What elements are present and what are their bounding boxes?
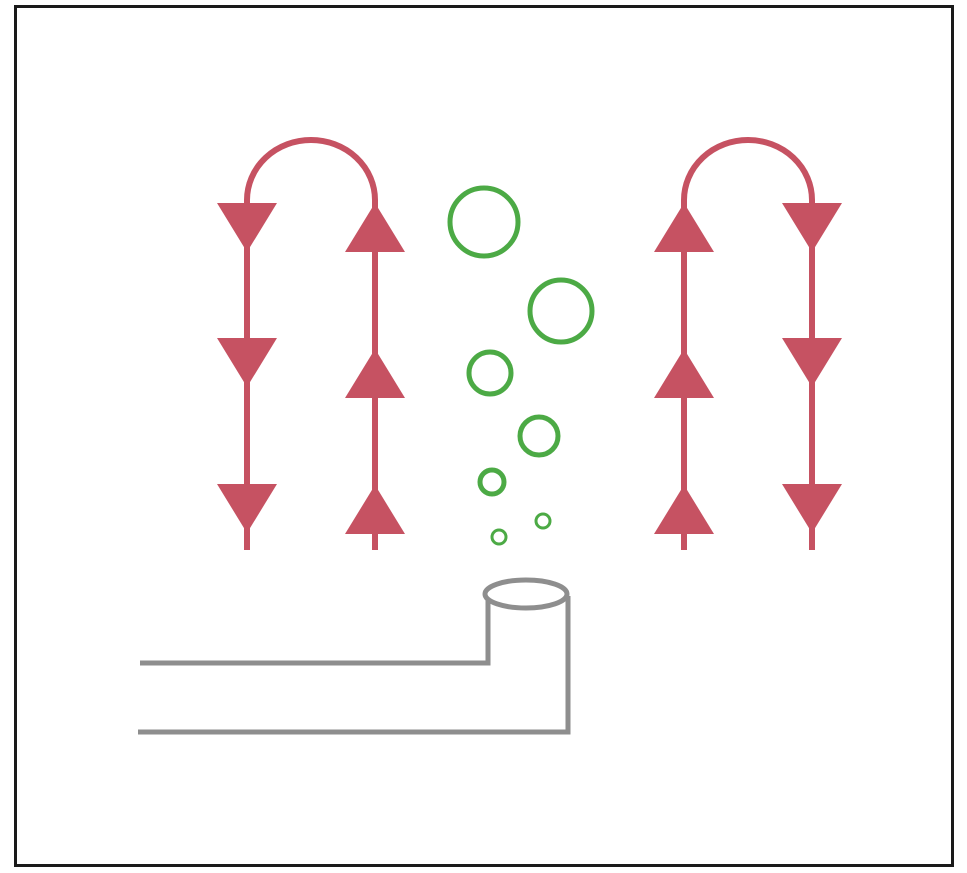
down-arrow-icon [217,338,277,387]
right-loop-arrows [654,203,842,534]
air-bubble-icon [477,467,507,497]
pipe-top-wall [140,596,491,666]
up-arrow-icon [345,485,405,534]
up-arrow-icon [654,485,714,534]
air-bubble-icon [534,512,552,530]
right-loop-arc [681,137,815,215]
up-arrow-icon [654,349,714,398]
air-bubbles [447,185,595,546]
air-bubble-icon [527,277,595,345]
air-bubble-icon [517,414,561,458]
diagram-frame [14,5,954,867]
down-arrow-icon [782,203,842,252]
air-diffuser-pipe [138,577,571,735]
down-arrow-icon [217,484,277,533]
pipe-outlet-rim [482,577,570,611]
left-loop-arrows [217,203,405,534]
air-bubble-icon [447,185,521,259]
air-bubble-icon [466,349,514,397]
down-arrow-icon [782,338,842,387]
down-arrow-icon [217,203,277,252]
left-loop-arc [244,137,378,215]
up-arrow-icon [345,349,405,398]
down-arrow-icon [782,484,842,533]
up-arrow-icon [345,203,405,252]
up-arrow-icon [654,203,714,252]
pipe-bottom-wall [138,596,571,735]
air-bubble-icon [490,528,508,546]
